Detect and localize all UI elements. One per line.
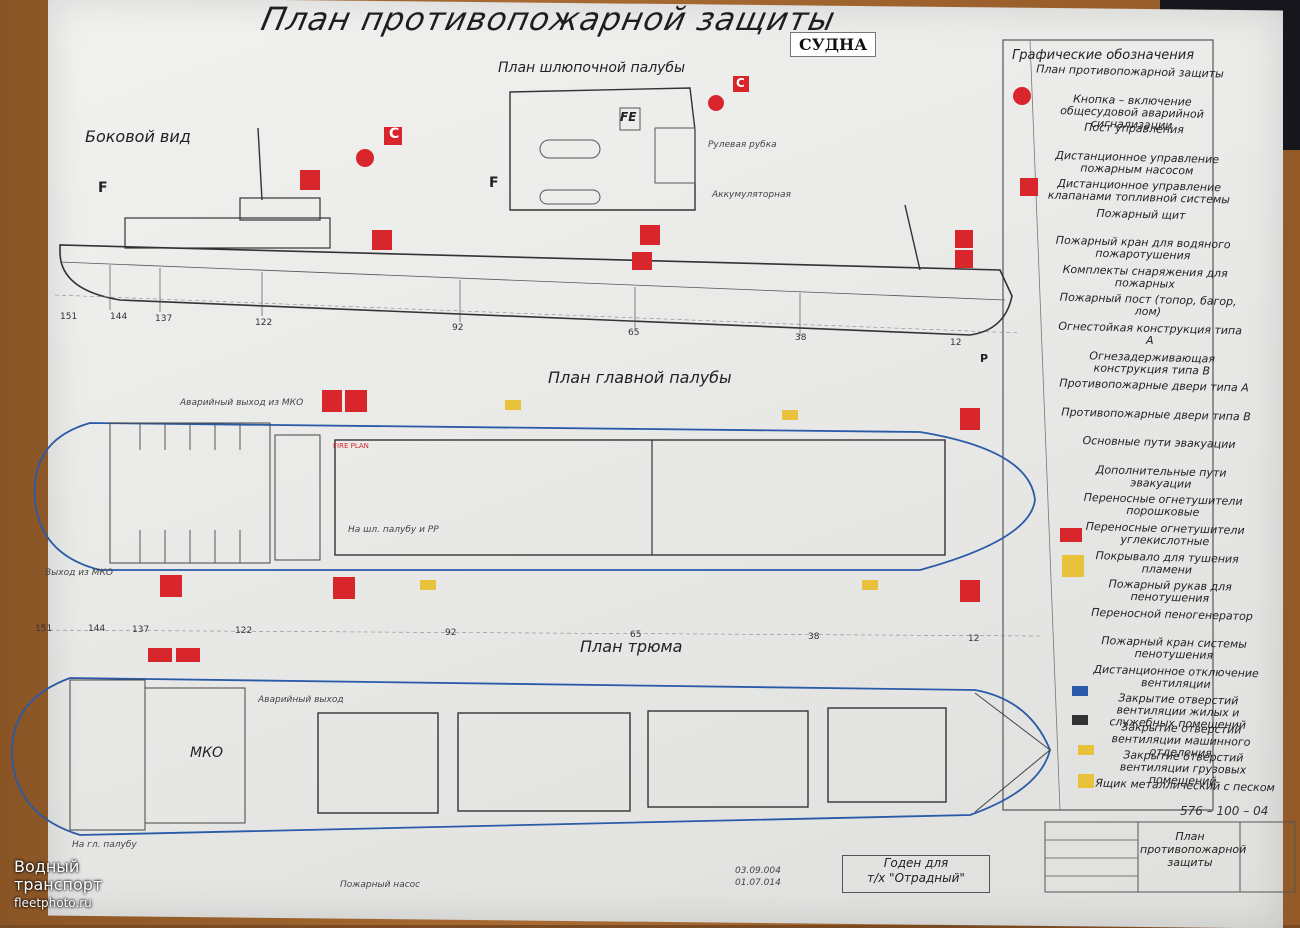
f-mark: F (98, 180, 108, 196)
legend-item: Покрывало для тушения пламени (1095, 548, 1240, 577)
f-mark-boat-deck: F (489, 175, 499, 191)
to-boat-deck-label: На шл. палубу и РР (348, 525, 439, 535)
valid-line-2: т/х "Отрадный" (867, 871, 965, 885)
plan-title: План противопожарной защиты (257, 0, 840, 38)
legend-item: Огнестойкая конструкция типа А (1058, 319, 1242, 348)
exit-mko-label: Выход из МКО (45, 568, 113, 578)
legend-item: Дистанционное управление пожарным насосо… (1054, 148, 1219, 178)
frame-num: 122 (255, 318, 273, 328)
watermark-line-1: Водный (14, 857, 80, 876)
plan-title-tag: СУДНА (790, 32, 877, 57)
legend-title: Графические обозначения (1012, 48, 1195, 63)
legend-box (1002, 39, 1214, 811)
side-view-hull (54, 127, 1021, 336)
emergency-exit-mko-label: Аварийный выход из МКО (180, 398, 304, 408)
hold-plan (11, 677, 1051, 836)
frame-num: 151 (60, 312, 78, 322)
frame-num: 122 (235, 626, 253, 636)
fe-mark: FE (620, 110, 637, 124)
battery-label: Аккумуляторная (712, 190, 791, 200)
watermark-site: fleetphoto.ru (14, 896, 92, 910)
frame-num: 92 (445, 628, 457, 638)
watermark-line-2: транспорт (14, 875, 103, 894)
p-mark: Р (980, 352, 989, 365)
frame-num: 151 (35, 624, 53, 634)
watermark: Водный транспорт fleetphoto.ru (14, 858, 102, 912)
frame-num: 144 (110, 312, 128, 322)
frame-num: 92 (452, 323, 464, 333)
c-mark-boat-deck: С (736, 76, 745, 90)
legend-item: Пожарный рукав для пенотушения (1107, 577, 1232, 606)
boat-deck-plan (509, 87, 696, 211)
title-block (1044, 821, 1296, 893)
valid-line-1: Годен для (883, 856, 949, 870)
legend-item: Огнезадерживающая конструкция типа В (1089, 348, 1216, 378)
frame-num: 12 (950, 338, 962, 348)
main-deck-plan (33, 422, 1041, 637)
stamp-date-1: 03.09.004 (735, 866, 781, 876)
frame-num: 137 (132, 625, 150, 635)
mko-label: МКО (190, 745, 224, 761)
legend-item: Комплекты снаряжения для пожарных (1062, 262, 1229, 291)
legend-item: Переносные огнетушители углекислотные (1085, 519, 1245, 549)
main-deck-label: План главной палубы (548, 368, 732, 387)
frame-num: 137 (155, 314, 173, 324)
wheelhouse-label: Рулевая рубка (708, 140, 777, 150)
frame-num: 65 (628, 328, 640, 338)
fire-pump-label: Пожарный насос (340, 880, 421, 890)
stamp-code: 576 – 100 – 04 (1180, 804, 1269, 818)
to-main-deck-label: На гл. палубу (72, 840, 137, 850)
fire-plan-mark: FIRE PLAN (333, 442, 369, 450)
frame-num: 65 (630, 630, 642, 640)
emergency-exit-label: Аварийный выход (258, 695, 344, 705)
legend-item: Дополнительные пути эвакуации (1095, 463, 1227, 491)
side-view-label: Боковой вид (85, 127, 191, 146)
hold-label: План трюма (580, 637, 683, 656)
frame-num: 12 (968, 634, 980, 644)
c-mark: С (389, 126, 400, 142)
stamp-title: План противопожарной защиты (1140, 830, 1247, 869)
valid-for-box: Годен для т/х "Отрадный" (842, 855, 990, 893)
stamp-date-2: 01.07.014 (735, 878, 781, 888)
frame-num: 38 (808, 632, 820, 642)
fire-symbols (148, 76, 1094, 788)
frame-num: 144 (88, 624, 106, 634)
legend-item: Дистанционное отключение вентиляции (1093, 662, 1260, 691)
boat-deck-label: План шлюпочной палубы (498, 60, 686, 76)
frame-num: 38 (795, 333, 807, 343)
